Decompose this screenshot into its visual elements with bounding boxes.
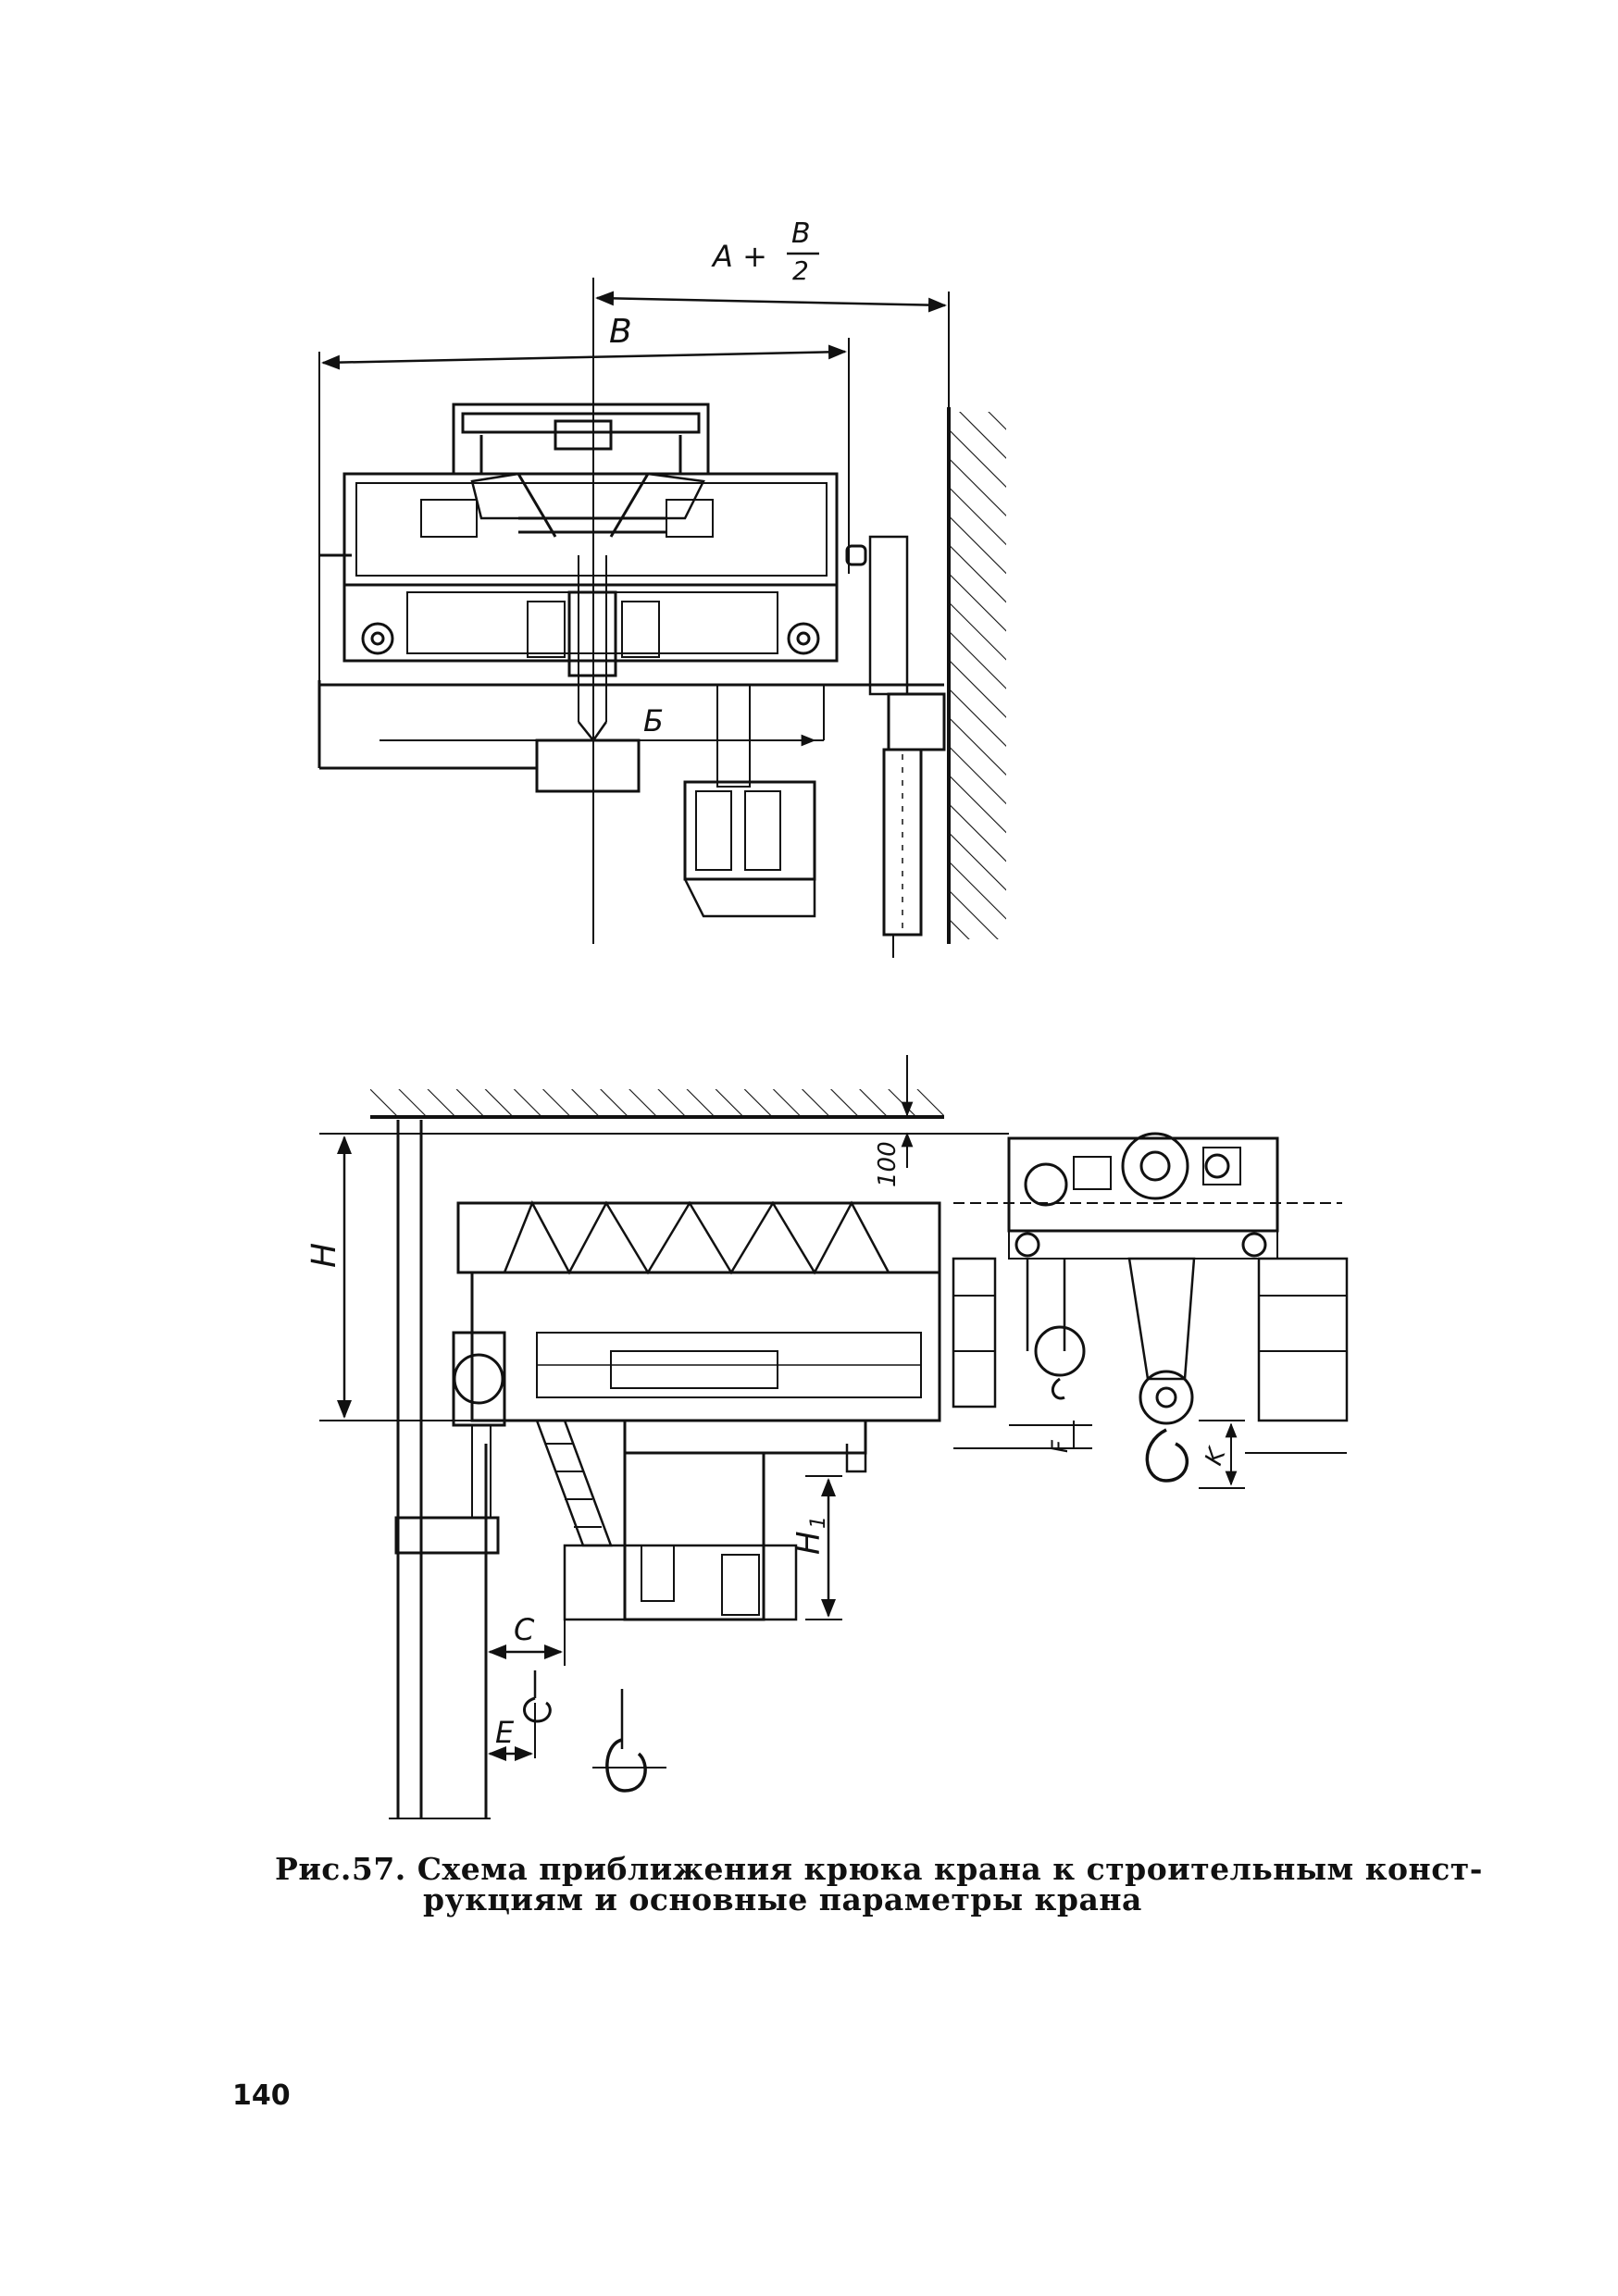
building-column [389,1120,500,1819]
label-frac-num: B [791,217,811,250]
label-c: C [514,1612,535,1647]
dimension-b [318,338,850,768]
hook-lower [592,1689,666,1793]
page-number: 140 [232,2079,291,2112]
label-f: F [1047,1439,1073,1453]
end-carriage [452,1331,506,1519]
cab-and-ladder [535,1419,867,1621]
wall-right [947,407,1006,944]
label-b: B [609,313,632,351]
dimension-h [319,1133,926,1421]
label-e: E [495,1715,515,1750]
hook-block [527,537,660,743]
main-girder [470,1271,941,1422]
dimension-100 [361,1055,1009,1168]
truss-girder [456,1200,941,1275]
label-100: 100 [874,1141,902,1187]
ceiling [370,1089,944,1119]
hoist-blocks [1026,1257,1196,1483]
runway-column [868,535,946,958]
operator-cabin-top [535,684,816,918]
label-frac-den: 2 [792,255,809,286]
dimension-labels: A + B 2 B Б H 100 H 1 C E F K [305,217,1232,1750]
trolley-section [953,1132,1342,1260]
crane-side-view [319,1055,1349,1819]
dimension-h1 [805,1475,842,1620]
dimension-f [953,1421,1092,1449]
figure-caption: Рис.57. Схема приближения крюка крана к … [275,1851,1483,1917]
label-h1-sub: 1 [807,1516,830,1529]
label-b-cyr: Б [643,703,664,738]
dimension-e [488,1703,536,1761]
dimension-a-plus-b-half [592,278,950,944]
label-k: K [1200,1443,1232,1469]
trolley-frame [319,403,867,587]
girder-section [952,1257,1349,1422]
caption-line-1: Рис.57. Схема приближения крюка крана к … [275,1851,1483,1887]
hook-near-column [523,1670,552,1723]
caption-line-2: рукциям и основные параметры крана [423,1881,1142,1917]
label-a-plus: A + [711,239,767,274]
label-h1: H [790,1531,828,1555]
dimension-c [488,1620,566,1666]
label-h: H [305,1243,343,1268]
dimension-k [1199,1420,1347,1489]
crane-top-view [317,278,1006,958]
